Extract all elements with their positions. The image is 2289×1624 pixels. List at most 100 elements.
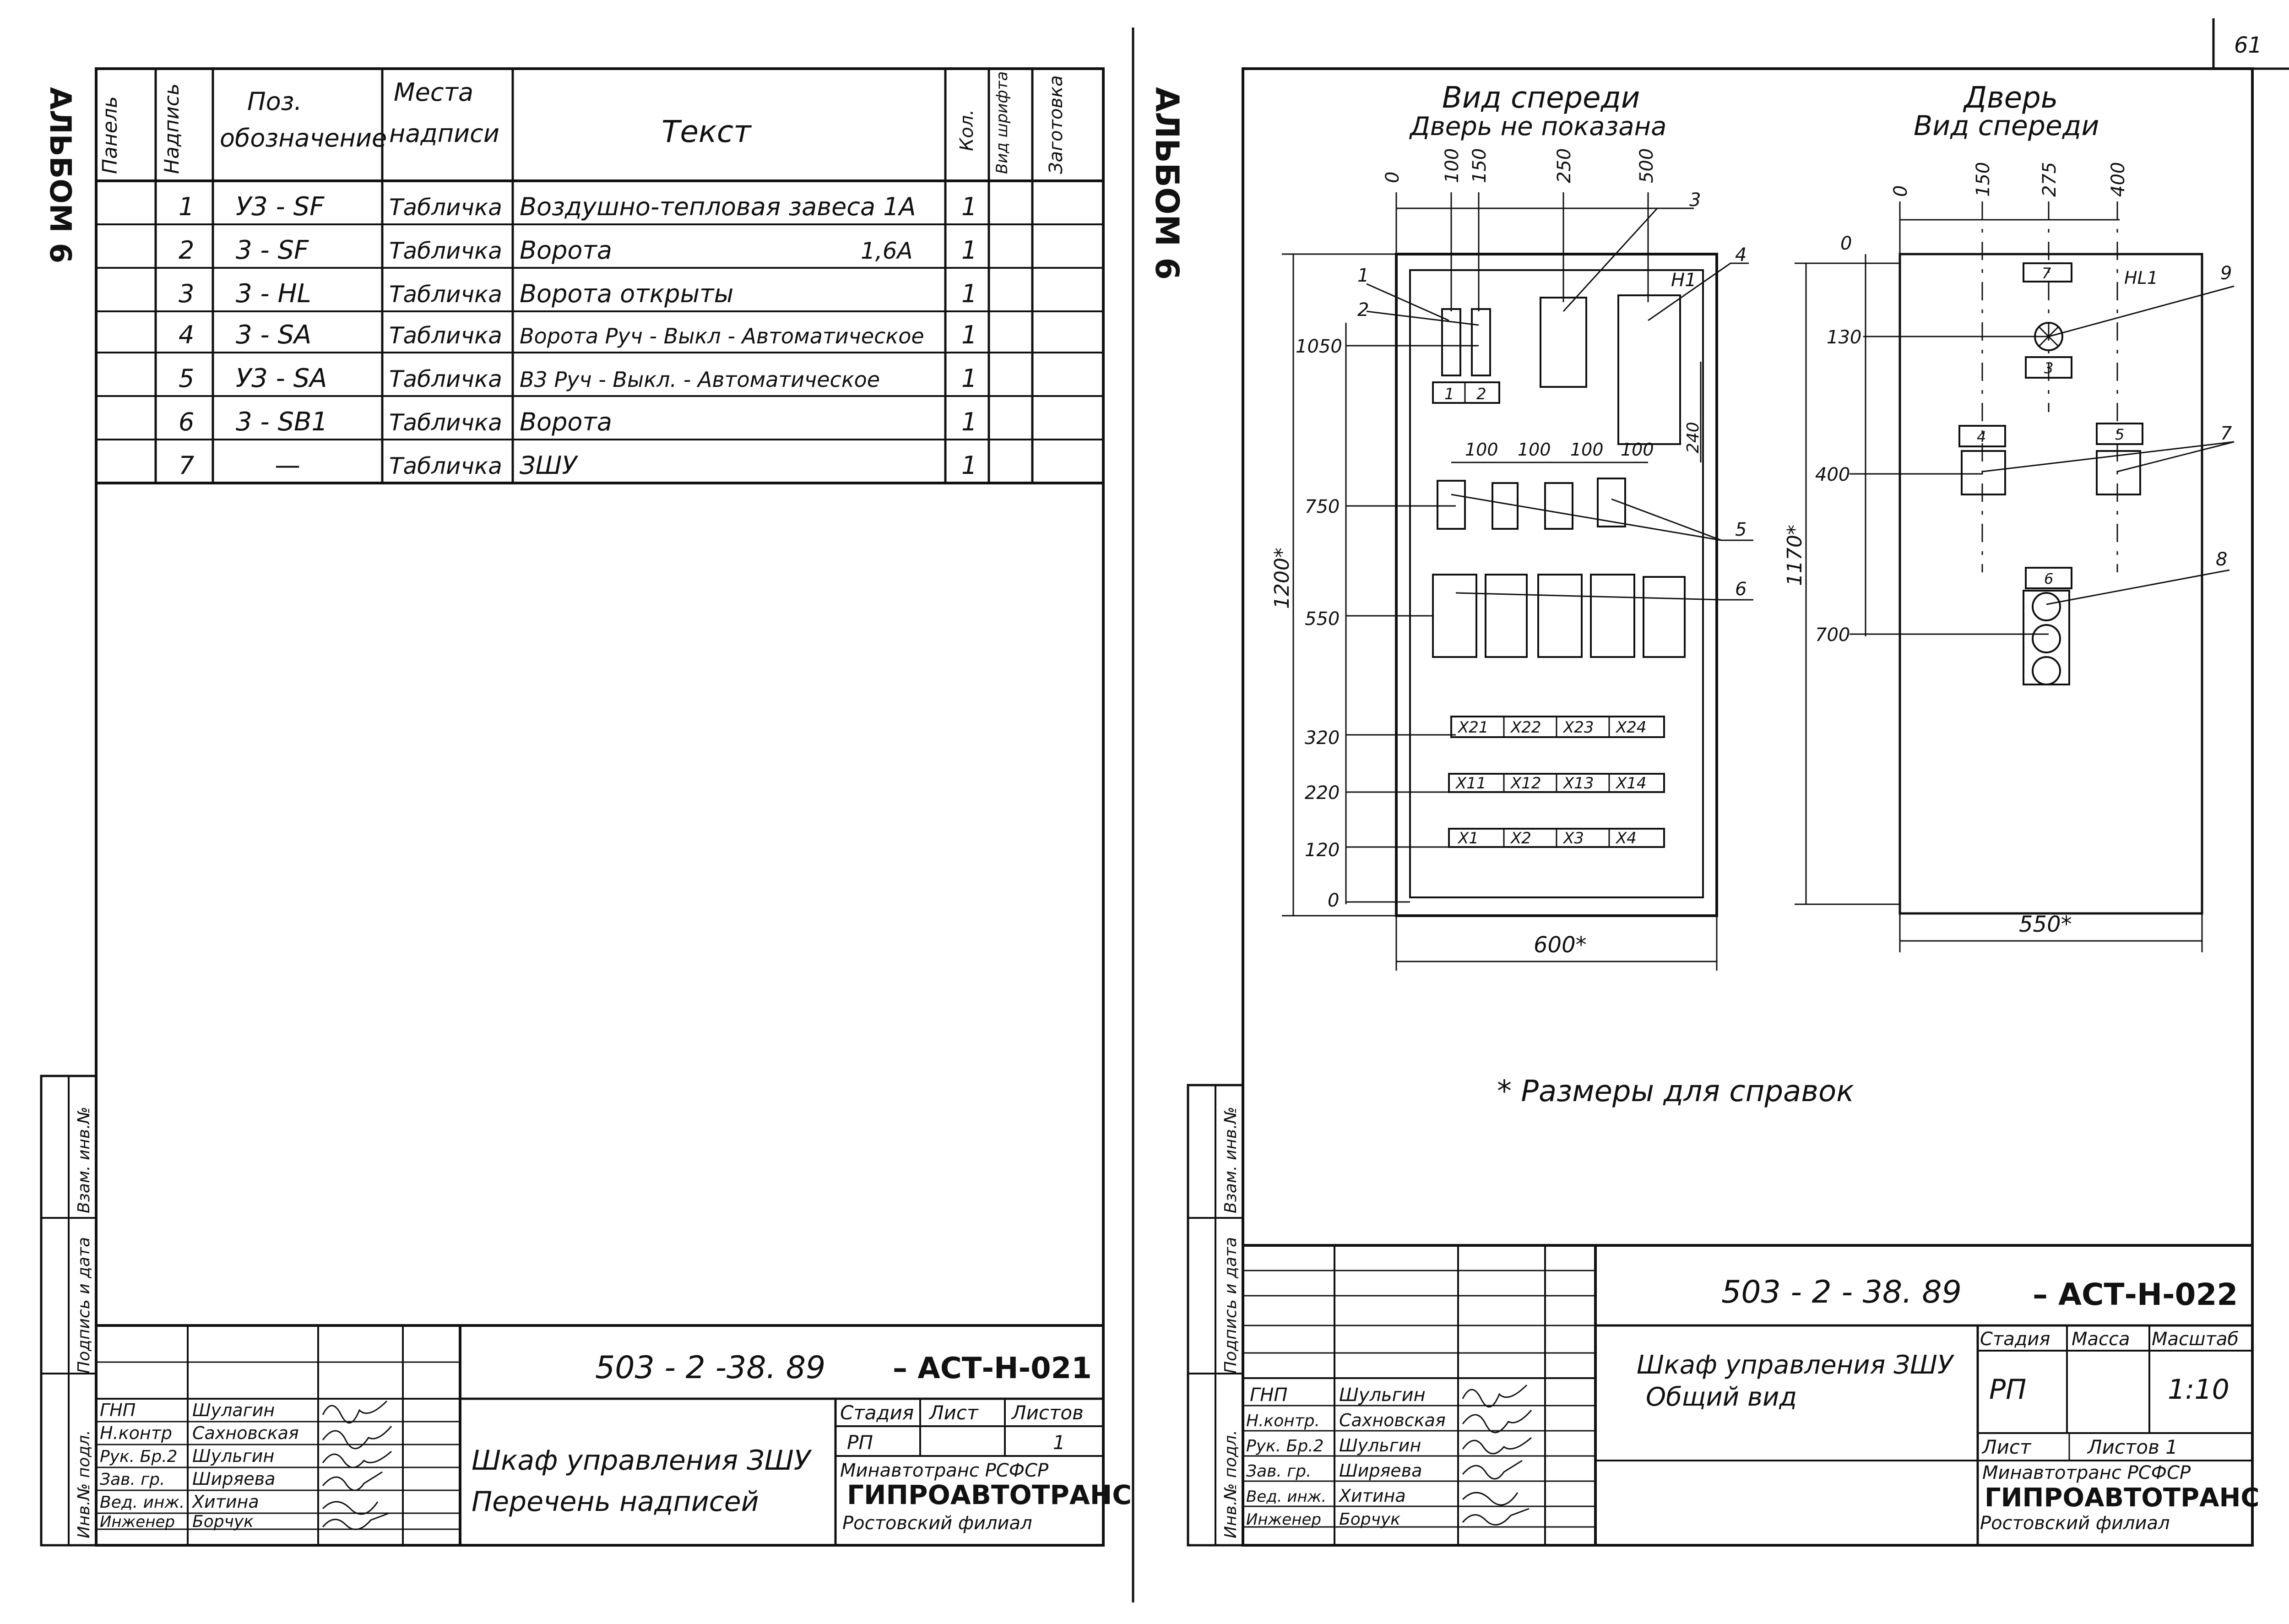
svg-text:X14: X14 xyxy=(1615,774,1647,793)
svg-text:Сахновская: Сахновская xyxy=(1339,1410,1446,1430)
svg-text:8: 8 xyxy=(2216,549,2227,570)
svg-text:X24: X24 xyxy=(1615,718,1647,737)
svg-text:Масштаб: Масштаб xyxy=(2152,1329,2239,1350)
svg-text:320: 320 xyxy=(1305,728,1340,749)
svg-text:Ростовский филиал: Ростовский филиал xyxy=(1980,1513,2170,1534)
left-title-line2: Перечень надписей xyxy=(472,1486,759,1518)
svg-text:750: 750 xyxy=(1305,496,1340,517)
svg-text:Борчук: Борчук xyxy=(1339,1510,1400,1529)
svg-text:Табличка: Табличка xyxy=(389,194,502,221)
svg-text:3 - SF: 3 - SF xyxy=(236,235,309,265)
right-doc-suffix: – АСТ-Н-022 xyxy=(2033,1277,2238,1312)
door-height-dim: 1170* xyxy=(1783,525,1806,586)
left-doc-code: 503 - 2 -38. 89 xyxy=(595,1350,825,1386)
svg-text:400: 400 xyxy=(2108,162,2129,197)
svg-text:X22: X22 xyxy=(1510,718,1541,737)
svg-text:275: 275 xyxy=(2039,162,2060,197)
svg-text:Зав. гр.: Зав. гр. xyxy=(1246,1462,1311,1481)
svg-text:Листов 1: Листов 1 xyxy=(2087,1436,2178,1458)
svg-text:X2: X2 xyxy=(1510,829,1531,847)
svg-text:РП: РП xyxy=(847,1431,873,1454)
door-title: Дверь xyxy=(1963,81,2058,115)
svg-text:ГИПРОАВТОТРАНС: ГИПРОАВТОТРАНС xyxy=(847,1479,1132,1510)
svg-text:Масса: Масса xyxy=(2072,1329,2130,1350)
table-row: 2 3 - SF Табличка Ворота 1,6А 1 xyxy=(179,235,977,265)
table-row: 5 У3 - SA Табличка В3 Руч - Выкл. - Авто… xyxy=(179,364,977,393)
right-frame xyxy=(1242,67,2254,1547)
svg-text:Н.контр.: Н.контр. xyxy=(1246,1412,1320,1430)
svg-text:5: 5 xyxy=(1735,519,1747,540)
right-album-label: АЛЬБОМ 6 xyxy=(1148,87,1186,280)
svg-text:X3: X3 xyxy=(1562,829,1584,847)
svg-text:Лист: Лист xyxy=(928,1401,979,1424)
front-height-dim: 1200* xyxy=(1270,548,1294,609)
svg-text:Стадия: Стадия xyxy=(840,1401,914,1424)
svg-text:1: 1 xyxy=(179,192,194,221)
svg-text:Инв.№ подл.: Инв.№ подл. xyxy=(75,1430,93,1538)
door-view: 0 150 275 400 0 130 400 700 1170* 550* xyxy=(1783,162,2235,952)
svg-text:Шульгин: Шульгин xyxy=(1339,1385,1426,1406)
right-title-block: 503 - 2 - 38. 89 – АСТ-Н-022 ГНП Н.контр… xyxy=(1243,1244,2259,1545)
svg-text:1: 1 xyxy=(961,451,977,480)
svg-text:Ворота: Ворота xyxy=(520,236,612,265)
svg-text:0: 0 xyxy=(1382,172,1403,183)
left-album-label: АЛЬБОМ 6 xyxy=(43,87,77,263)
door-width-dim: 550* xyxy=(2019,912,2072,937)
svg-text:100: 100 xyxy=(1570,440,1604,460)
svg-text:Инженер: Инженер xyxy=(100,1513,175,1531)
svg-text:Инв.№ подл.: Инв.№ подл. xyxy=(1221,1430,1240,1538)
label-table-rows: 1 У3 - SF Табличка Воздушно-тепловая зав… xyxy=(179,192,977,480)
svg-text:РП: РП xyxy=(1989,1374,2026,1406)
svg-text:Рук. Бр.2: Рук. Бр.2 xyxy=(1246,1437,1324,1456)
svg-text:Хитина: Хитина xyxy=(1338,1486,1406,1506)
svg-text:5: 5 xyxy=(179,364,194,393)
svg-text:Сахновская: Сахновская xyxy=(192,1423,299,1443)
door-hl-label: НL1 xyxy=(2124,268,2158,288)
svg-text:Взам. инв.№: Взам. инв.№ xyxy=(1221,1107,1240,1213)
left-sheet: АЛЬБОМ 6 Панель Надпись П xyxy=(40,67,1132,1547)
door-outline xyxy=(1898,253,2203,915)
left-title-block: 503 - 2 -38. 89 – АСТ-Н-021 ГНП Н.контр … xyxy=(96,1324,1132,1545)
table-row: 6 3 - SB1 Табличка Ворота 1 xyxy=(179,407,977,437)
svg-text:550: 550 xyxy=(1305,608,1340,630)
svg-text:Табличка: Табличка xyxy=(389,366,502,392)
table-row: 1 У3 - SF Табличка Воздушно-тепловая зав… xyxy=(179,192,977,222)
svg-text:7: 7 xyxy=(179,451,194,480)
svg-text:Минавтотранс РСФСР: Минавтотранс РСФСР xyxy=(840,1460,1049,1481)
svg-text:9: 9 xyxy=(2220,263,2232,284)
svg-text:100: 100 xyxy=(1465,440,1498,460)
terminal-strip-middle: X11 X12 X13 X14 xyxy=(1448,773,1665,793)
table-row: 7 — Табличка ЗШУ 1 xyxy=(179,451,977,480)
svg-text:ГНП: ГНП xyxy=(1250,1385,1287,1406)
svg-text:3: 3 xyxy=(1689,190,1701,211)
signatures xyxy=(322,1400,392,1530)
svg-text:Вед. инж.: Вед. инж. xyxy=(1246,1488,1326,1506)
svg-text:Борчук: Борчук xyxy=(192,1512,254,1531)
svg-text:Табличка: Табличка xyxy=(389,238,502,264)
svg-text:3 - SB1: 3 - SB1 xyxy=(236,407,328,437)
svg-text:ЗШУ: ЗШУ xyxy=(520,451,578,480)
svg-text:Листов: Листов xyxy=(1011,1401,1084,1424)
header-text: Текст xyxy=(662,114,752,149)
header-font: Вид шрифта xyxy=(993,71,1011,174)
svg-text:150: 150 xyxy=(1469,148,1490,183)
svg-text:1: 1 xyxy=(961,236,977,265)
svg-text:1:10: 1:10 xyxy=(2168,1374,2229,1406)
header-qty: Кол. xyxy=(956,109,977,151)
left-doc-suffix: – АСТ-Н-021 xyxy=(893,1352,1092,1385)
svg-text:4: 4 xyxy=(179,320,194,349)
svg-text:Вед. инж.: Вед. инж. xyxy=(100,1493,184,1512)
svg-text:4: 4 xyxy=(1735,244,1747,266)
header-pos: Поз.обозначение xyxy=(220,87,387,152)
svg-text:Шульгин: Шульгин xyxy=(1339,1435,1421,1456)
cabinet-inner xyxy=(1409,269,1704,898)
right-title-line1: Шкаф управления ЗШУ xyxy=(1637,1350,1955,1380)
svg-text:500: 500 xyxy=(1636,148,1657,183)
left-side-stamp: Инв.№ подл. Подпись и дата Взам. инв.№ xyxy=(40,1075,98,1547)
svg-text:Лист: Лист xyxy=(1981,1436,2032,1458)
svg-text:3: 3 xyxy=(179,279,194,308)
svg-text:В3 Руч - Выкл. - Автоматическо: В3 Руч - Выкл. - Автоматическое xyxy=(520,367,880,392)
svg-text:Ширяева: Ширяева xyxy=(192,1469,275,1489)
header-blank: Заготовка xyxy=(1046,75,1067,174)
